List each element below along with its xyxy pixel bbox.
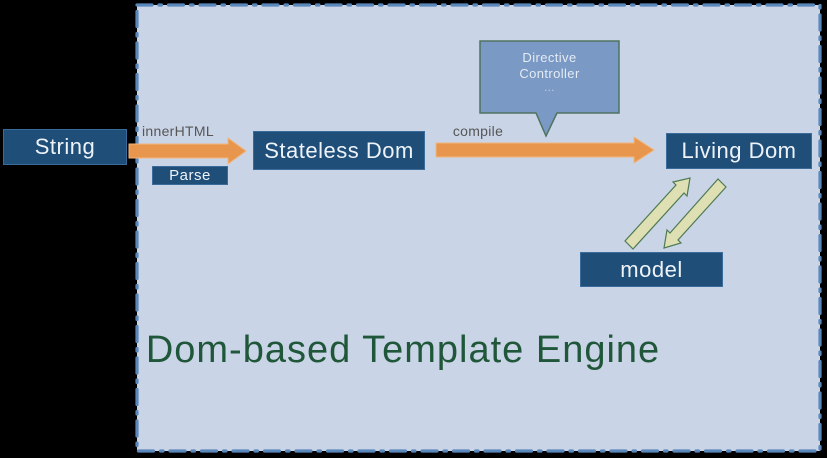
- stateless-dom-node: Stateless Dom: [253, 131, 425, 170]
- innerhtml-label: innerHTML: [142, 123, 214, 139]
- directive-bubble-text: Directive Controller …: [480, 50, 619, 94]
- string-node: String: [3, 129, 127, 165]
- bubble-line-2: Controller: [519, 66, 580, 81]
- compile-label: compile: [452, 123, 504, 139]
- parse-badge: Parse: [152, 166, 228, 185]
- bubble-ellipsis: …: [543, 82, 556, 94]
- model-node: model: [580, 252, 723, 287]
- diagram-title: Dom-based Template Engine: [145, 329, 661, 371]
- bubble-line-1: Directive: [522, 50, 577, 65]
- living-dom-node: Living Dom: [666, 133, 812, 169]
- diagram-panel: [137, 5, 820, 451]
